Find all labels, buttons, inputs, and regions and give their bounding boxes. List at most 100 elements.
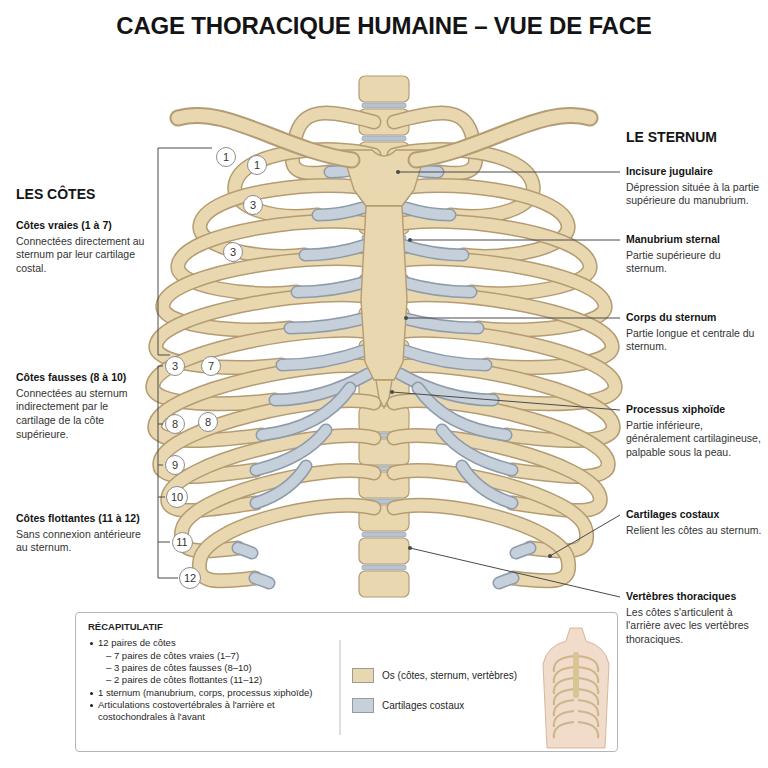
callout-number-text: 1 [223,152,229,163]
callout-number: 3 [165,356,185,376]
cartilage-outline [402,282,471,292]
costal-cartilage [499,578,513,583]
section-heading: LES CÔTES [16,186,150,202]
leader-dot [408,546,412,550]
cartilage-outline [499,578,513,583]
costal-cartilage [256,430,326,470]
part-description: Partie inférieure, généralement cartilag… [626,419,762,460]
costal-cartilage [297,282,366,292]
intervertebral-disc [362,532,406,537]
part-description: Sans connexion antérieure au sternum. [16,528,150,555]
callout-number-text: 3 [230,247,236,258]
leader-line [550,515,620,556]
rib-outline [394,505,569,581]
leader-line [392,392,620,410]
cartilage-outline [305,245,366,255]
cartilage-outline [256,466,306,503]
callout-number-text: 7 [208,361,214,372]
costal-cartilage [402,318,478,328]
cartilage-outline [297,282,366,292]
clavicle [178,115,352,160]
clavicle [416,115,590,160]
cartilage-outline [318,208,362,215]
part-description: Connectées au sternum indirectement par … [16,387,150,442]
callout-number-text: 3 [172,361,178,372]
callout-number-text: 11 [176,537,187,548]
legend-swatch [352,668,374,683]
costal-cartilage [282,350,366,365]
bracket-line [158,148,212,355]
mini-rib [578,722,598,738]
part-description: Relient les côtes au sternum. [626,524,762,538]
part-name: Vertèbres thoraciques [626,590,762,604]
callout-number-text: 12 [184,573,196,584]
bullet-dot [90,642,93,645]
part-name: Manubrium sternal [626,233,762,247]
section-heading: LE STERNUM [626,129,762,145]
vertebra [359,538,409,564]
costal-cartilage [516,548,530,553]
leader-line [410,548,620,597]
legend-text: Os (côtes, sternum, vertèbres) [382,670,517,681]
intervertebral-disc [362,136,406,141]
rib-outline [199,505,374,581]
costal-cartilage [255,578,269,583]
costal-cartilage [402,245,463,255]
callout-number: 8 [198,412,218,432]
cartilage-outline [516,548,530,553]
clavicle-outline [178,115,352,160]
leader-line [410,240,620,241]
bracket-line [158,465,163,466]
summary-item: Articulations costovertébrales à l'arriè… [88,699,324,724]
callout-number: 7 [201,356,221,376]
mini-sternum [573,652,579,698]
callout-number-text: 8 [205,417,211,428]
leader-line [398,172,620,173]
callout-number-text: 3 [250,200,256,211]
part-name: Côtes vraies (1 à 7) [16,219,150,233]
callout-number-text: 9 [172,460,178,471]
callout-number-text: 10 [171,492,183,503]
vertebra [359,571,409,597]
ribs [153,113,615,581]
leader-dot [396,170,400,174]
part-name: Cartilages costaux [626,508,762,522]
cartilage-outline [402,245,463,255]
clavicle-outline [416,115,590,160]
vertebra [359,76,409,102]
part-name: Processus xiphoïde [626,403,762,417]
summary-item: – 7 paires de côtes vraies (1–7) [88,650,324,662]
legend-text: Cartilages costaux [382,700,464,711]
callout-number: 1 [216,147,236,167]
costal-cartilage [290,318,366,328]
cartilage-outline [462,466,512,503]
leader-dot [548,554,552,558]
cartilage-outline [256,430,326,470]
bullet-dot [90,692,93,695]
callout-number: 8 [165,414,185,434]
summary-box: RÉCAPITULATIF 12 paires de côtes– 7 paire… [75,612,618,752]
callout-number-text: 1 [254,160,260,171]
cartilage-outline [402,318,478,328]
costal-cartilage [402,350,486,365]
xiphoid-process [376,380,392,408]
cartilage-outline [255,578,269,583]
summary-item: 1 sternum (manubrium, corps, processus x… [88,687,324,699]
summary-heading: RÉCAPITULATIF [88,621,324,633]
callout-number: 12 [179,567,201,589]
part-description: Dépression située à la partie supérieure… [626,181,762,208]
costal-cartilage [256,466,306,503]
torso-outline [543,628,609,748]
bullet-dot [90,704,93,707]
summary-item: 12 paires de côtes [88,637,324,649]
callout-number: 1 [247,155,267,175]
vertebra [359,406,409,432]
callout-number: 3 [223,242,243,262]
mini-rib [554,722,574,738]
intervertebral-disc [362,565,406,570]
part-description: Partie longue et centrale du sternum. [626,327,762,354]
summary-item: – 2 paires de côtes flottantes (11–12) [88,674,324,686]
rib [394,505,569,581]
part-name: Corps du sternum [626,311,762,325]
cartilage-outline [290,318,366,328]
